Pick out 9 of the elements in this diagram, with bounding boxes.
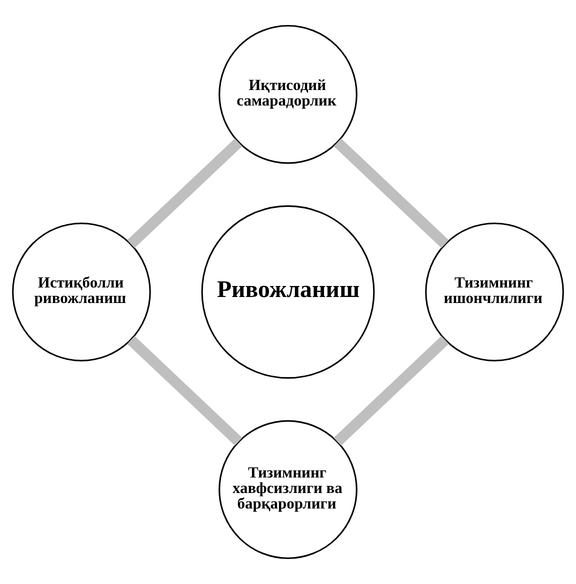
node-circle: Иқтисодий самарадорлик <box>218 25 358 164</box>
connector <box>334 138 449 248</box>
node-circle: Ривожланиш <box>201 205 375 379</box>
connector <box>334 336 449 446</box>
connector <box>127 336 242 446</box>
connector <box>127 138 242 248</box>
node-circle: Истиқболли ривожланиш <box>12 222 151 362</box>
node-circle: Тизимнинг ишончлилиги <box>425 222 564 362</box>
node-circle: Тизимнинг хавфсизлиги ва барқарорлиги <box>218 420 358 559</box>
